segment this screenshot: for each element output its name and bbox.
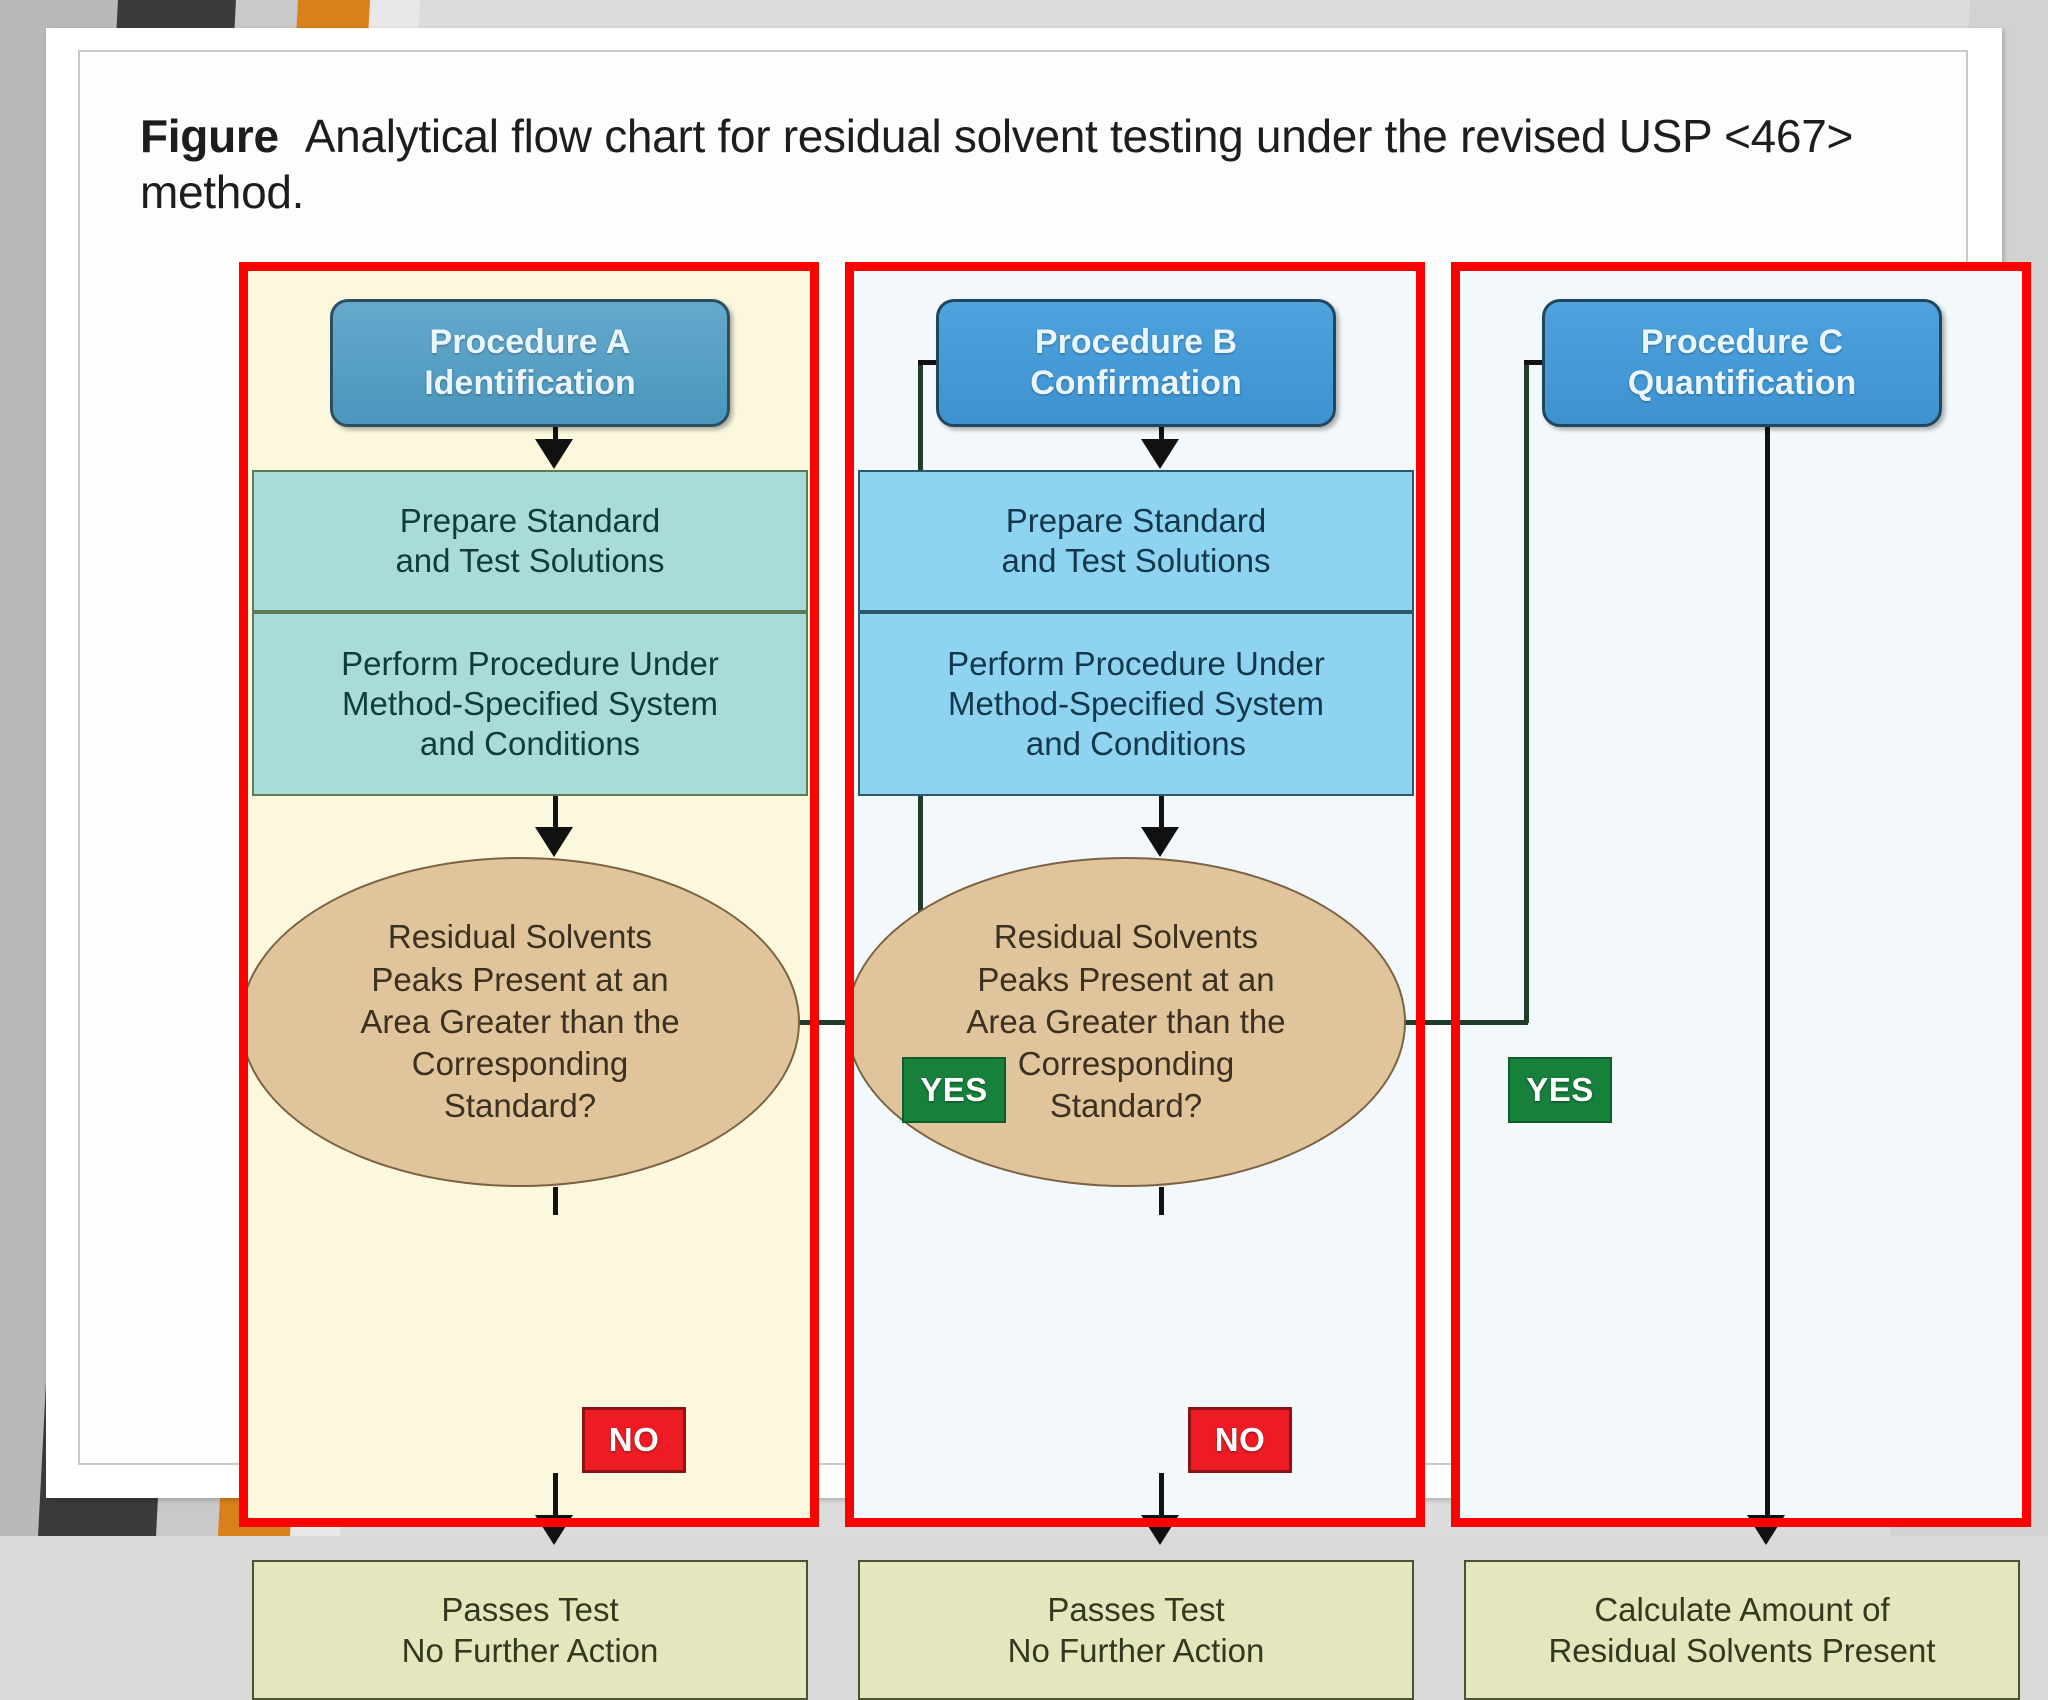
a-perform-line2: Method-Specified System <box>341 684 718 722</box>
a-decision-line3: Area Greater than the <box>360 1002 680 1040</box>
a-prepare-line1: Prepare Standard <box>399 501 661 539</box>
a-prepare-line2: and Test Solutions <box>395 542 665 579</box>
procedure-a-perform-box[interactable]: Perform Procedure Under Method-Specified… <box>252 612 808 796</box>
b-decision-line2: Peaks Present at an <box>977 960 1275 998</box>
a-perform-line1: Perform Procedure Under <box>341 644 719 682</box>
connector-b-decision-to-no-line <box>1159 1187 1164 1215</box>
procedure-b-yes-badge[interactable]: YES <box>1508 1057 1612 1123</box>
connector-a-decision-to-no-line <box>553 1187 558 1215</box>
a-perform-line3: and Conditions <box>419 725 641 763</box>
a-decision-line1: Residual Solvents <box>387 918 653 956</box>
procedure-b-header[interactable]: Procedure B Confirmation <box>936 299 1336 427</box>
b-decision-line4: Corresponding <box>1017 1045 1235 1083</box>
connector-a-perform-to-decision-arrow <box>535 827 573 857</box>
procedure-c-header[interactable]: Procedure C Quantification <box>1542 299 1942 427</box>
procedure-b-perform-box[interactable]: Perform Procedure Under Method-Specified… <box>858 612 1414 796</box>
a-decision-line5: Standard? <box>443 1087 597 1125</box>
connector-c-pill-to-calculate-arrow <box>1747 1515 1785 1545</box>
connector-a-perform-to-decision-line <box>553 796 558 844</box>
procedure-b-prepare-box[interactable]: Prepare Standard and Test Solutions <box>858 470 1414 612</box>
c-terminal-line2: Residual Solvents Present <box>1548 1632 1936 1669</box>
b-perform-line1: Perform Procedure Under <box>947 644 1325 682</box>
procedure-c-title-line2: Quantification <box>1627 364 1857 402</box>
connector-c-pill-to-calculate-line <box>1765 427 1770 1523</box>
procedure-a-yes-badge[interactable]: YES <box>902 1057 1006 1123</box>
procedure-b-title-line1: Procedure B <box>1034 323 1238 362</box>
procedure-b-terminal-box[interactable]: Passes Test No Further Action <box>858 1560 1414 1700</box>
connector-b-yes-horizontal <box>1396 1020 1528 1025</box>
procedure-b-decision-ellipse[interactable]: Residual Solvents Peaks Present at an Ar… <box>846 857 1406 1187</box>
procedure-a-terminal-box[interactable]: Passes Test No Further Action <box>252 1560 808 1700</box>
procedure-a-title-line2: Identification <box>424 364 636 402</box>
connector-b-no-to-pass-line <box>1159 1473 1164 1523</box>
connector-a-pill-to-prepare-arrow <box>535 439 573 469</box>
b-decision-line3: Area Greater than the <box>966 1002 1286 1040</box>
connector-b-perform-to-decision-line <box>1159 796 1164 844</box>
b-perform-line3: and Conditions <box>1025 725 1247 763</box>
a-terminal-line1: Passes Test <box>441 1590 619 1628</box>
connector-b-no-to-pass-arrow <box>1141 1515 1179 1545</box>
b-perform-line2: Method-Specified System <box>947 684 1324 722</box>
procedure-a-prepare-box[interactable]: Prepare Standard and Test Solutions <box>252 470 808 612</box>
b-decision-line5: Standard? <box>1049 1087 1203 1125</box>
procedure-b-no-badge[interactable]: NO <box>1188 1407 1292 1473</box>
connector-a-no-to-pass-arrow <box>535 1515 573 1545</box>
flow-chart-diagram: Procedure A Identification Procedure B C… <box>230 262 2031 1700</box>
connector-b-yes-vertical <box>1524 363 1529 1023</box>
connector-b-perform-to-decision-arrow <box>1141 827 1179 857</box>
procedure-a-title-line1: Procedure A <box>429 323 631 362</box>
procedure-c-title-line1: Procedure C <box>1640 323 1844 362</box>
caption-text: Analytical flow chart for residual solve… <box>140 110 1854 219</box>
b-prepare-line2: and Test Solutions <box>1001 542 1271 579</box>
a-decision-line2: Peaks Present at an <box>371 960 669 998</box>
procedure-b-title-line2: Confirmation <box>1030 364 1242 402</box>
procedure-a-decision-ellipse[interactable]: Residual Solvents Peaks Present at an Ar… <box>240 857 800 1187</box>
procedure-c-terminal-box[interactable]: Calculate Amount of Residual Solvents Pr… <box>1464 1560 2020 1700</box>
a-terminal-line2: No Further Action <box>401 1632 659 1669</box>
caption-label: Figure <box>140 110 279 162</box>
b-terminal-line2: No Further Action <box>1007 1632 1265 1669</box>
b-terminal-line1: Passes Test <box>1047 1590 1225 1628</box>
column-panel-c <box>1456 267 2026 1522</box>
procedure-a-no-badge[interactable]: NO <box>582 1407 686 1473</box>
connector-a-no-to-pass-line <box>553 1473 558 1523</box>
procedure-a-header[interactable]: Procedure A Identification <box>330 299 730 427</box>
a-decision-line4: Corresponding <box>411 1045 629 1083</box>
b-decision-line1: Residual Solvents <box>993 918 1259 956</box>
connector-b-pill-to-prepare-arrow <box>1141 439 1179 469</box>
b-prepare-line1: Prepare Standard <box>1005 501 1267 539</box>
c-terminal-line1: Calculate Amount of <box>1594 1590 1890 1628</box>
